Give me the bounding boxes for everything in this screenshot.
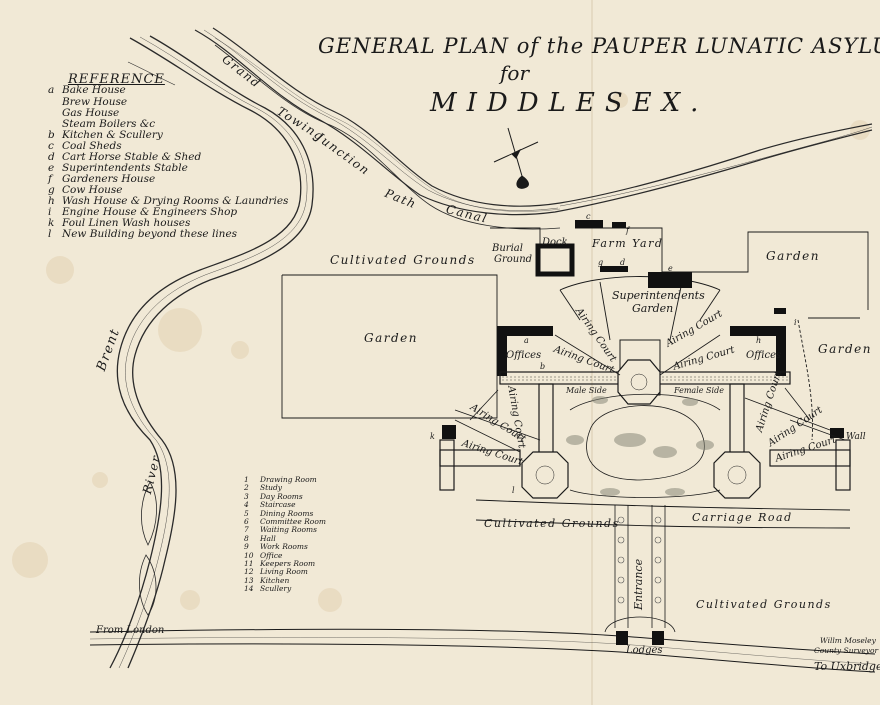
paper-foxing [12, 92, 870, 612]
surveyor-title: County Surveyor [814, 646, 879, 655]
key-letter: l [512, 486, 515, 495]
compass-rose-icon [493, 127, 539, 189]
grand-junction-canal [194, 27, 873, 216]
towing-path [214, 44, 561, 230]
octagon-inner [535, 373, 747, 485]
buildings [442, 220, 844, 645]
key-letter: c [586, 212, 591, 221]
lodges-label: Lodges [626, 645, 663, 656]
main-road [89, 628, 876, 673]
key-letter: i [794, 318, 797, 327]
superintendents-garden-label: Garden [632, 302, 674, 315]
key-letter: b [540, 362, 546, 371]
garden-right-label: Garden [818, 342, 872, 356]
central-courtyard [569, 393, 721, 498]
offices-right-label: Offices [746, 350, 782, 361]
key-letter: h [756, 336, 762, 345]
cultivated-grounds-top-label: Cultivated Grounds [330, 253, 476, 267]
carriage-road-label: Carriage Road [692, 511, 793, 524]
superintendents-label: Superintendents [612, 289, 705, 302]
ground-label: Ground [494, 254, 533, 265]
avenue-trees [617, 516, 662, 604]
reference-item: Brew House [62, 96, 128, 108]
entrance-avenue [604, 505, 676, 633]
farm-yard-label: Farm Yard [592, 237, 664, 250]
garden-top-right-label: Garden [766, 249, 820, 263]
key-letter: d [620, 258, 626, 267]
wall-label: Wall [846, 432, 866, 442]
map-title-for: for [500, 61, 530, 85]
offices-left-label: Offices [506, 350, 542, 361]
key-letter: g [598, 258, 604, 267]
map-title-county: MIDDLESEX. [430, 88, 709, 118]
key-letter: e [668, 264, 673, 273]
key-letter: a [524, 336, 529, 345]
reference-item: Steam Boilers &c [62, 118, 156, 130]
cultivated-grounds-low-label: Cultivated Grounds [696, 598, 832, 611]
reference-heading: REFERENCE [68, 72, 165, 87]
octagon-pavilions [521, 359, 761, 499]
field-boundaries [281, 227, 869, 529]
female-side-label: Female Side [674, 386, 724, 395]
map-title: GENERAL PLAN of the PAUPER LUNATIC ASYLU… [318, 34, 880, 58]
burial-label: Burial [492, 243, 523, 254]
cultivated-grounds-mid-label: Cultivated Grounds [484, 517, 620, 530]
garden-left-label: Garden [364, 331, 418, 345]
brent-river [109, 35, 314, 669]
to-uxbridge-label: To Uxbridge [814, 660, 880, 673]
surveyor-name: Willm Moseley [820, 636, 876, 645]
courtyard-trees [566, 396, 714, 496]
key-letter: f [626, 226, 629, 235]
dock-label: Dock [542, 237, 568, 248]
entrance-label: Entrance [632, 558, 645, 610]
from-london-label: From London [96, 625, 165, 636]
male-side-label: Male Side [566, 386, 607, 395]
airing-courts [454, 334, 846, 453]
key-letter: k [430, 432, 435, 441]
superintendents-garden [559, 276, 721, 341]
reference-item: Gas House [62, 107, 120, 119]
